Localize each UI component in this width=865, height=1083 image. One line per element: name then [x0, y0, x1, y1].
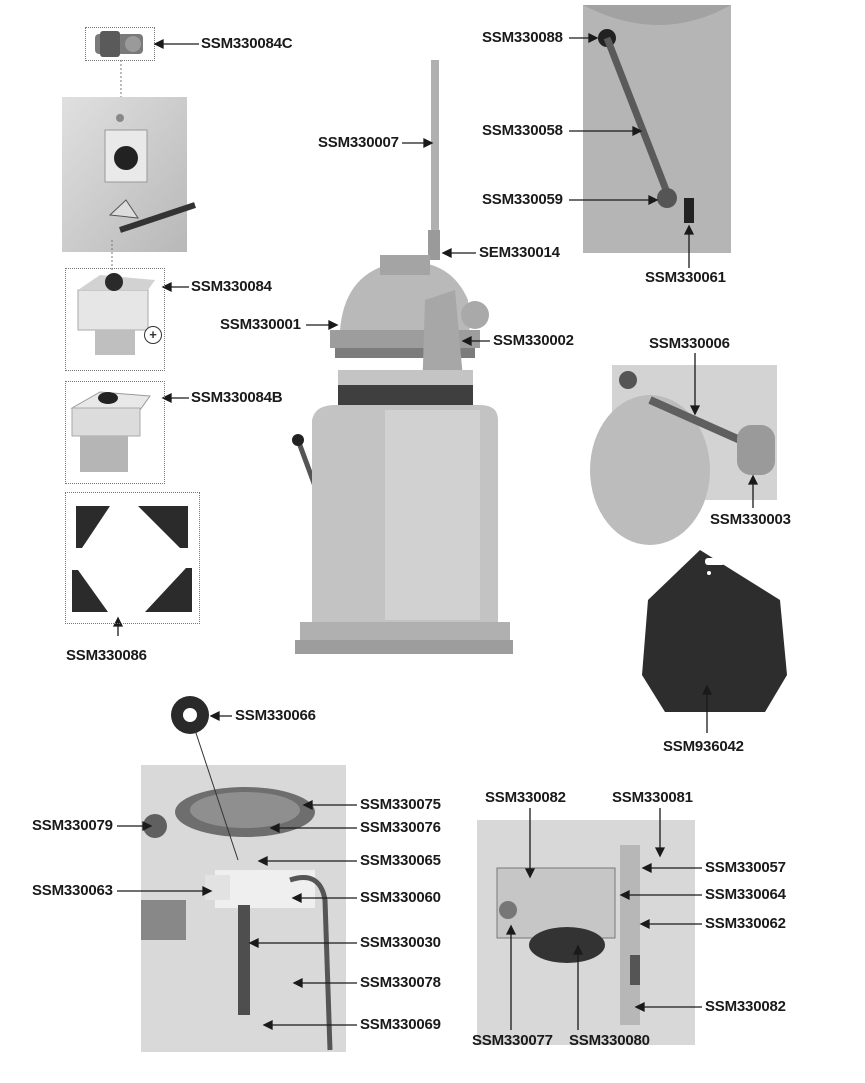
label-ssm330002: SSM330002	[493, 332, 574, 349]
label-ssm330082-bottom: SSM330082	[705, 998, 786, 1015]
label-ssm330001: SSM330001	[220, 316, 301, 333]
label-ssm330081: SSM330081	[612, 789, 693, 806]
label-ssm330084: SSM330084	[191, 278, 272, 295]
label-ssm330007: SSM330007	[318, 134, 399, 151]
label-ssm330076: SSM330076	[360, 819, 441, 836]
label-ssm330077: SSM330077	[472, 1032, 553, 1049]
perforated-plate-image	[642, 550, 787, 712]
label-ssm330065: SSM330065	[360, 852, 441, 869]
label-ssm330066: SSM330066	[235, 707, 316, 724]
label-ssm330079: SSM330079	[32, 817, 113, 834]
label-ssm330086: SSM330086	[66, 647, 147, 664]
leader-lines	[112, 32, 759, 1031]
label-ssm330059: SSM330059	[482, 191, 563, 208]
label-ssm936042: SSM936042	[663, 738, 744, 755]
label-ssm330080: SSM330080	[569, 1032, 650, 1049]
bowl-rod-photo	[583, 5, 731, 253]
label-ssm330061: SSM330061	[645, 269, 726, 286]
switch-box-frame	[65, 268, 165, 371]
bearing-image	[171, 696, 209, 734]
label-ssm330084c: SSM330084C	[201, 35, 293, 52]
label-ssm330003: SSM330003	[710, 511, 791, 528]
label-ssm330057: SSM330057	[705, 859, 786, 876]
label-ssm330063: SSM330063	[32, 882, 113, 899]
label-ssm330058: SSM330058	[482, 122, 563, 139]
motor-part-image	[95, 31, 143, 57]
label-ssm330084b: SSM330084B	[191, 389, 283, 406]
label-ssm330078: SSM330078	[360, 974, 441, 991]
electrical-panel-image	[62, 97, 196, 252]
label-ssm330088: SSM330088	[482, 29, 563, 46]
corner-brackets-frame	[65, 492, 200, 624]
switch-box-b-image	[70, 391, 151, 472]
corner-brackets-image	[72, 506, 192, 612]
dough-divider-machine-image	[292, 60, 513, 654]
label-ssm330075: SSM330075	[360, 796, 441, 813]
label-ssm330030: SSM330030	[360, 934, 441, 951]
label-ssm330064: SSM330064	[705, 886, 786, 903]
drive-mechanism-photo	[141, 765, 346, 1052]
weight-handle-photo	[590, 365, 777, 545]
label-ssm330060: SSM330060	[360, 889, 441, 906]
label-ssm330082-top: SSM330082	[485, 789, 566, 806]
label-sem330014: SEM330014	[479, 244, 560, 261]
label-ssm330069: SSM330069	[360, 1016, 441, 1033]
switch-box-b-frame	[65, 381, 165, 484]
switch-box-image	[77, 273, 155, 355]
label-ssm330062: SSM330062	[705, 915, 786, 932]
plus-icon: +	[144, 326, 162, 344]
label-ssm330006: SSM330006	[649, 335, 730, 352]
